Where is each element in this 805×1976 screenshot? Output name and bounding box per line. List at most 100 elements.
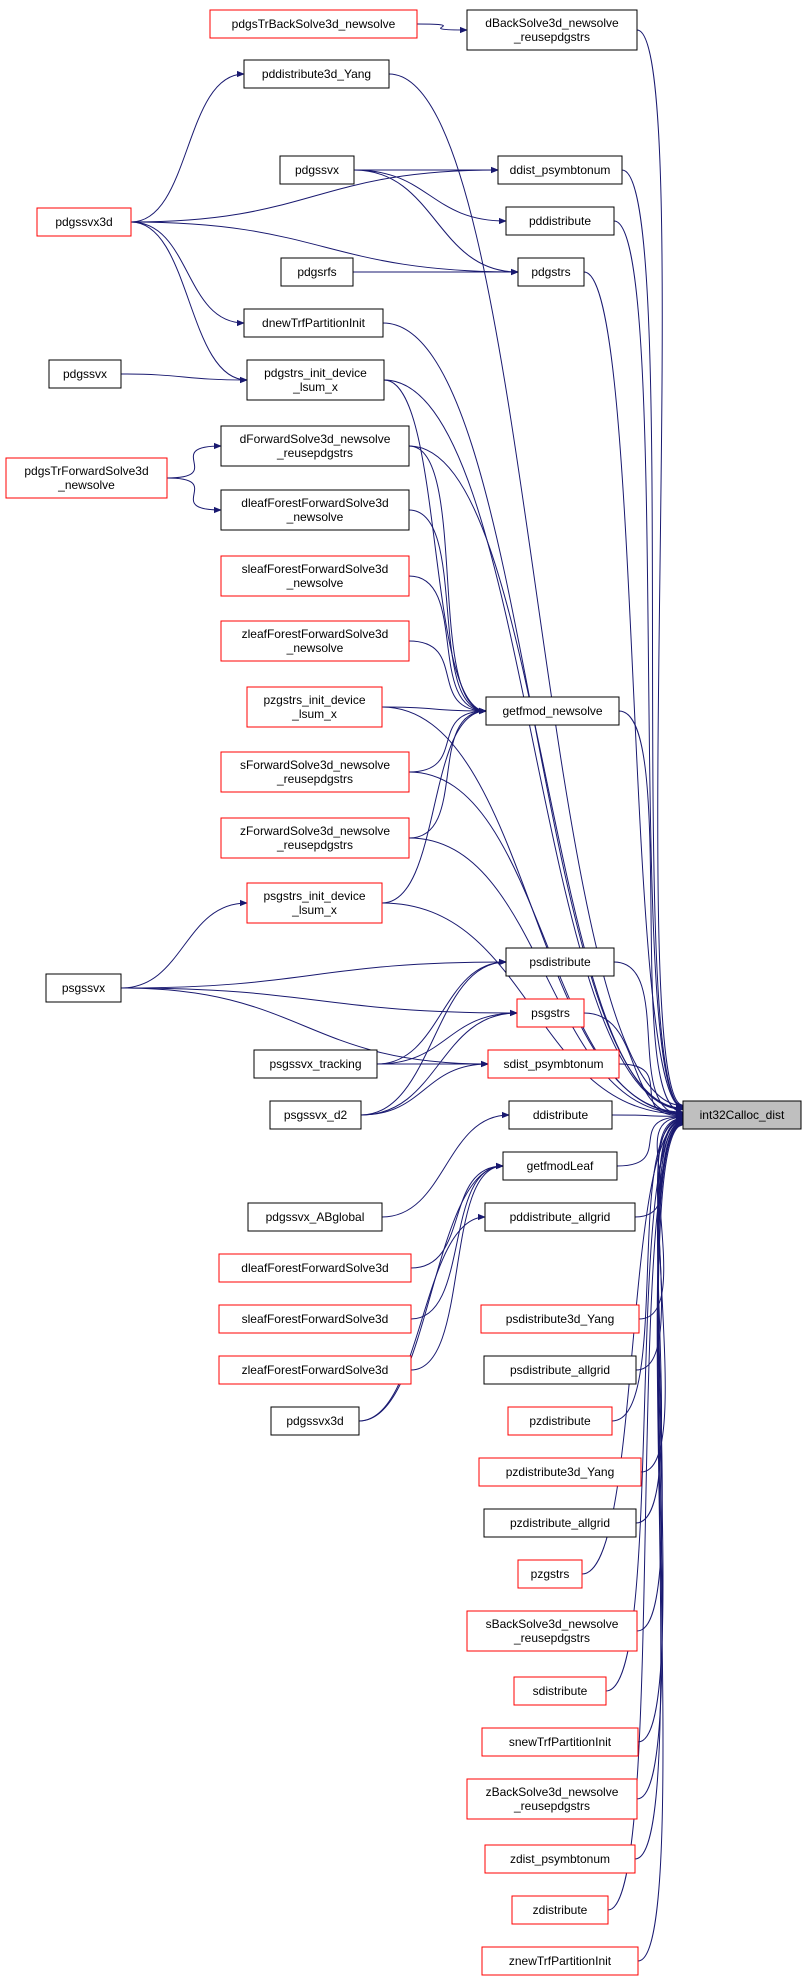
node-dleafforestforwardsolve3d-newsolve[interactable]: dleafForestForwardSolve3d_newsolve — [220, 489, 410, 531]
node-pzgstrs-init-device-lsum-x[interactable]: pzgstrs_init_device_lsum_x — [246, 686, 383, 728]
node-box — [246, 882, 383, 924]
node-box — [246, 359, 385, 401]
edge-layer — [120, 23, 684, 1962]
node-box — [218, 1253, 412, 1283]
node-zbacksolve3d-newsolve-reusepdgstrs[interactable]: zBackSolve3d_newsolve_reusepdgstrs — [466, 1778, 638, 1820]
node-pddistribute-allgrid[interactable]: pddistribute_allgrid — [484, 1202, 636, 1232]
node-box — [485, 696, 620, 726]
node-label: pdgssvx — [63, 367, 107, 381]
node-label: pdgsrfs — [297, 265, 336, 279]
node-ddist-psymbtonum[interactable]: ddist_psymbtonum — [497, 155, 623, 185]
edge-n34-to-n31 — [410, 1162, 504, 1269]
edge-n18-to-n19 — [381, 706, 487, 715]
node-psgssvx[interactable]: psgssvx — [45, 973, 122, 1003]
node-zleafforestforwardsolve3d-newsolve[interactable]: zleafForestForwardSolve3d_newsolve — [220, 620, 410, 662]
node-znewtrfpartitioninit[interactable]: znewTrfPartitionInit — [481, 1946, 639, 1976]
node-label: pzdistribute — [529, 1414, 591, 1428]
node-box — [45, 973, 122, 1003]
node-dnewtrfpartitioninit[interactable]: dnewTrfPartitionInit — [243, 308, 384, 338]
node-ddistribute[interactable]: ddistribute — [508, 1100, 613, 1130]
node-pzdistribute3d-yang[interactable]: pzdistribute3d_Yang — [478, 1457, 642, 1487]
node-box — [243, 59, 390, 89]
node-dbacksolve3d-newsolve-reusepdgstrs[interactable]: dBackSolve3d_newsolve_reusepdgstrs — [466, 9, 638, 51]
node-zforwardsolve3d-newsolve-reusepdgstrs[interactable]: zForwardSolve3d_newsolve_reusepdgstrs — [220, 817, 410, 859]
node-pzdistribute-allgrid[interactable]: pzdistribute_allgrid — [483, 1508, 637, 1538]
node-psdistribute-allgrid[interactable]: psdistribute_allgrid — [483, 1355, 637, 1385]
node-int32calloc-dist: int32Calloc_dist — [682, 1100, 802, 1130]
edge-n29-to-n23 — [360, 958, 507, 1116]
node-psgstrs[interactable]: psgstrs — [516, 998, 585, 1028]
node-label: _reusepdgstrs — [276, 446, 353, 460]
edge-n04-to-n09 — [353, 169, 519, 276]
node-pddistribute[interactable]: pddistribute — [505, 206, 615, 236]
node-label: psgstrs_init_device — [263, 889, 365, 903]
node-label: snewTrfPartitionInit — [509, 1735, 612, 1749]
node-label: zdistribute — [533, 1903, 588, 1917]
node-pzgstrs[interactable]: pzgstrs — [517, 1559, 583, 1589]
node-box — [466, 1610, 638, 1652]
edge-n40-to-n28 — [611, 1116, 684, 1422]
node-pdgssvx-abglobal[interactable]: pdgssvx_ABglobal — [247, 1202, 383, 1232]
node-getfmod-newsolve[interactable]: getfmod_newsolve — [485, 696, 620, 726]
node-pdgssvx[interactable]: pdgssvx — [48, 359, 122, 389]
node-sleafforestforwardsolve3d[interactable]: sleafForestForwardSolve3d — [218, 1304, 412, 1334]
node-label: pzgstrs_init_device — [263, 693, 365, 707]
node-pdgssvx3d[interactable]: pdgssvx3d — [270, 1406, 360, 1436]
edge-n03-to-n28 — [388, 73, 684, 1109]
node-label: pddistribute_allgrid — [510, 1210, 611, 1224]
node-zdist-psymbtonum[interactable]: zdist_psymbtonum — [484, 1844, 636, 1874]
node-box — [478, 1457, 642, 1487]
edge-n09-to-n28 — [583, 271, 684, 1111]
edge-n19-to-n28 — [618, 710, 684, 1116]
node-label: pdgsTrBackSolve3d_newsolve — [232, 17, 396, 31]
node-label: _newsolve — [286, 641, 344, 655]
node-pdgstrbacksolve3d-newsolve[interactable]: pdgsTrBackSolve3d_newsolve — [209, 9, 418, 39]
node-label: pdgssvx3d — [286, 1414, 343, 1428]
node-psdistribute[interactable]: psdistribute — [505, 947, 615, 977]
node-label: getfmodLeaf — [527, 1159, 594, 1173]
edge-n20-to-n19 — [408, 707, 487, 773]
node-psgssvx-d2[interactable]: psgssvx_d2 — [269, 1100, 362, 1130]
node-dforwardsolve3d-newsolve-reusepdgstrs[interactable]: dForwardSolve3d_newsolve_reusepdgstrs — [220, 425, 410, 467]
node-label: pdgstrs — [531, 265, 570, 279]
node-sforwardsolve3d-newsolve-reusepdgstrs[interactable]: sForwardSolve3d_newsolve_reusepdgstrs — [220, 751, 410, 793]
node-psgssvx-tracking[interactable]: psgssvx_tracking — [253, 1049, 378, 1079]
node-pdgstrforwardsolve3d-newsolve[interactable]: pdgsTrForwardSolve3d_newsolve — [5, 457, 168, 499]
node-pddistribute3d-yang[interactable]: pddistribute3d_Yang — [243, 59, 390, 89]
node-sdistribute[interactable]: sdistribute — [513, 1676, 607, 1706]
node-label: pdgsTrForwardSolve3d — [24, 464, 148, 478]
node-pzdistribute[interactable]: pzdistribute — [507, 1406, 613, 1436]
node-psdistribute3d-yang[interactable]: psdistribute3d_Yang — [480, 1304, 640, 1334]
node-pdgssvx3d[interactable]: pdgssvx3d — [36, 207, 132, 237]
node-sdist-psymbtonum[interactable]: sdist_psymbtonum — [487, 1049, 620, 1079]
node-getfmodleaf[interactable]: getfmodLeaf — [502, 1151, 618, 1181]
node-box — [280, 257, 354, 287]
node-snewtrfpartitioninit[interactable]: snewTrfPartitionInit — [481, 1727, 639, 1757]
edge-n06-to-n10 — [130, 221, 245, 327]
node-box — [516, 998, 585, 1028]
edge-n01-to-n02 — [416, 23, 468, 34]
edge-n06-to-n05 — [130, 166, 499, 223]
node-label: psgssvx — [62, 981, 105, 995]
node-sbacksolve3d-newsolve-reusepdgstrs[interactable]: sBackSolve3d_newsolve_reusepdgstrs — [466, 1610, 638, 1652]
node-psgstrs-init-device-lsum-x[interactable]: psgstrs_init_device_lsum_x — [246, 882, 383, 924]
node-sleafforestforwardsolve3d-newsolve[interactable]: sleafForestForwardSolve3d_newsolve — [220, 555, 410, 597]
node-box — [481, 1727, 639, 1757]
node-zdistribute[interactable]: zdistribute — [511, 1895, 609, 1925]
edge-n50-to-n28 — [637, 1121, 684, 1962]
node-pdgstrs[interactable]: pdgstrs — [517, 257, 585, 287]
edge-n06-to-n12 — [130, 221, 248, 384]
node-box — [502, 1151, 618, 1181]
node-label: _reusepdgstrs — [276, 772, 353, 786]
node-pdgsrfs[interactable]: pdgsrfs — [280, 257, 354, 287]
node-label: pzdistribute_allgrid — [510, 1516, 610, 1530]
node-zleafforestforwardsolve3d[interactable]: zleafForestForwardSolve3d — [218, 1355, 412, 1385]
node-box — [480, 1304, 640, 1334]
node-pdgssvx[interactable]: pdgssvx — [279, 155, 355, 185]
node-pdgstrs-init-device-lsum-x[interactable]: pdgstrs_init_device_lsum_x — [246, 359, 385, 401]
edge-n24-to-n22 — [120, 899, 248, 989]
node-box — [466, 9, 638, 51]
node-box — [270, 1406, 360, 1436]
node-dleafforestforwardsolve3d[interactable]: dleafForestForwardSolve3d — [218, 1253, 412, 1283]
